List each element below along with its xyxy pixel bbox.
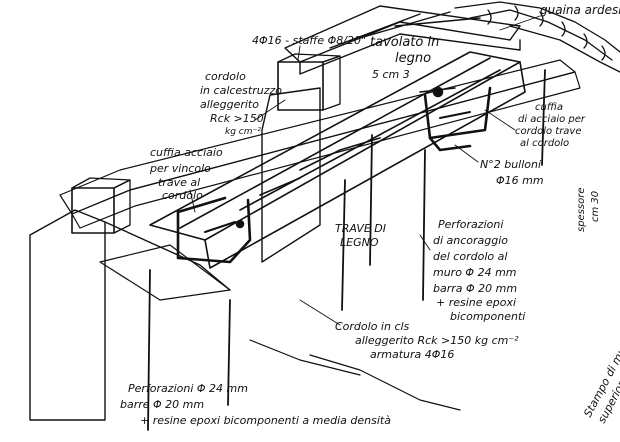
central-masonry-wall — [261, 87, 321, 263]
label-perforazioni-right-6: + resine epoxi — [436, 296, 516, 309]
leader-lines — [189, 15, 541, 326]
label-cuffia-right-1: cuffia — [535, 102, 563, 113]
label-spessore-1: spessore — [576, 187, 587, 232]
label-perforazioni-bottom-3: + resine epoxi bicomponenti a media dens… — [140, 414, 391, 427]
label-perforazioni-bottom-1: Perforazioni Φ 24 mm — [128, 382, 248, 395]
label-perforazioni-right-5: barra Φ 20 mm — [433, 282, 517, 295]
label-cordolo-bottom-2: alleggerito Rck >150 kg cm⁻² — [355, 334, 519, 347]
label-perforazioni-right-1: Perforazioni — [438, 218, 503, 231]
label-cordolo-top-2: in calcestruzzo — [200, 84, 282, 97]
label-tavolato-1: tavolato in — [370, 35, 439, 50]
label-bolts-2: Φ16 mm — [496, 174, 544, 187]
label-cuffia-left-4: cordolo — [162, 189, 203, 202]
label-cordolo-top-4: Rck >150 — [210, 112, 264, 125]
label-perforazioni-right-2: di ancoraggio — [433, 234, 508, 247]
label-cuffia-left-1: cuffia acciaio — [150, 146, 223, 159]
label-cuffia-right-2: di acciaio per — [518, 114, 586, 125]
label-guaina: guaina ardesiata — [540, 3, 620, 17]
label-bolts-1: N°2 bulloni — [480, 158, 541, 171]
curb-section-left — [71, 177, 131, 234]
label-perforazioni-right-4: muro Φ 24 mm — [433, 266, 517, 279]
steel-shoe-right — [419, 86, 492, 152]
label-cordolo-top-1: cordolo — [205, 70, 246, 83]
curb-section-top — [277, 53, 341, 111]
annotations: guaina ardesiata 4Φ16 - staffe Φ8/20" ta… — [120, 3, 620, 427]
label-perforazioni-right-7: bicomponenti — [450, 310, 525, 323]
anchor-bars — [147, 69, 546, 431]
label-cuffia-right-4: al cordolo — [520, 138, 569, 149]
label-cuffia-right-3: cordolo trave — [515, 126, 582, 137]
label-cuffia-left-3: trave al — [158, 176, 200, 189]
label-cuffia-left-2: per vincolo — [149, 162, 211, 175]
label-perforazioni-bottom-2: barre Φ 20 mm — [120, 398, 204, 411]
bottom-perforation-lines — [99, 244, 461, 411]
label-tavolato-3: 5 cm 3 — [372, 68, 410, 81]
label-cordolo-top-3: alleggerito — [200, 98, 259, 111]
label-trave-2: LEGNO — [340, 236, 379, 249]
left-masonry-wall — [29, 209, 231, 421]
label-cordolo-top-5: kg cm⁻² — [225, 127, 261, 137]
label-cordolo-bottom-1: Cordolo in cls — [335, 320, 410, 333]
roof-tiles — [454, 1, 620, 73]
label-cordolo-bottom-3: armatura 4Φ16 — [370, 348, 454, 361]
label-tavolato-2: legno — [395, 51, 431, 66]
label-staffe: 4Φ16 - staffe Φ8/20" — [252, 34, 366, 47]
steel-shoe-left — [176, 196, 252, 264]
label-perforazioni-right-3: del cordolo al — [433, 250, 507, 263]
label-trave-1: TRAVE DI — [335, 222, 386, 235]
label-spessore-2: cm 30 — [590, 191, 601, 222]
